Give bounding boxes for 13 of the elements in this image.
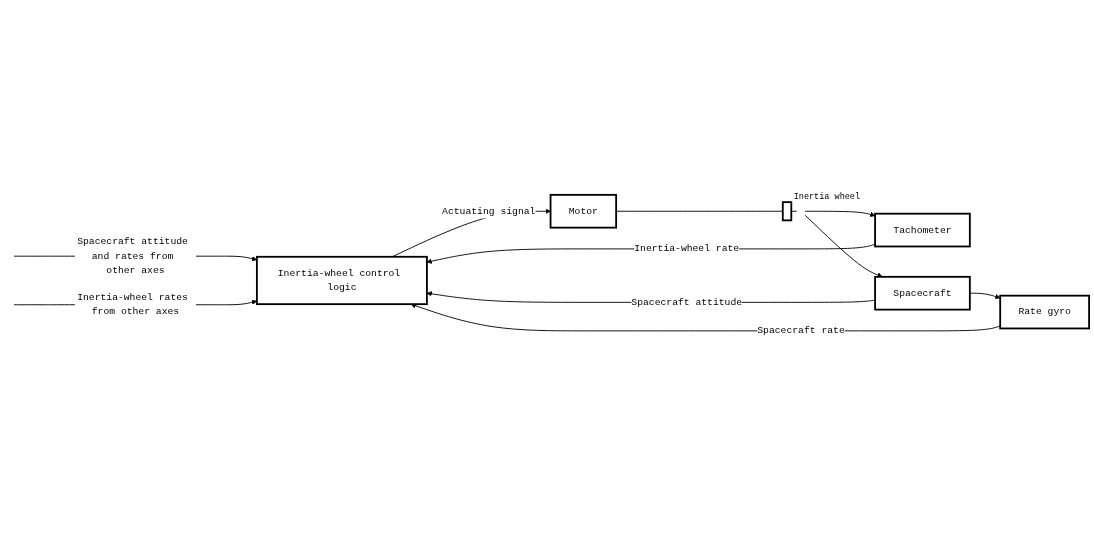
- node-box: Inertia-wheel control logic: [256, 256, 428, 306]
- edge-label: Spacecraft attitude: [631, 297, 743, 309]
- edge-label: Spacecraft attitude and rates from other axes: [77, 236, 188, 277]
- node-box: Spacecraft: [874, 276, 971, 311]
- node-box: Motor: [549, 194, 618, 230]
- edge-label: Inertia-wheel rate: [634, 243, 740, 255]
- node-bar: [781, 201, 793, 222]
- node-caption: Inertia wheel: [793, 192, 861, 202]
- edge-label: Spacecraft rate: [757, 325, 845, 337]
- node-box: Tachometer: [874, 213, 971, 248]
- edge-label: Inertia-wheel rates from other axes: [77, 292, 188, 318]
- node-box: Rate gyro: [999, 295, 1090, 330]
- edge-label: Actuating signal: [442, 206, 536, 218]
